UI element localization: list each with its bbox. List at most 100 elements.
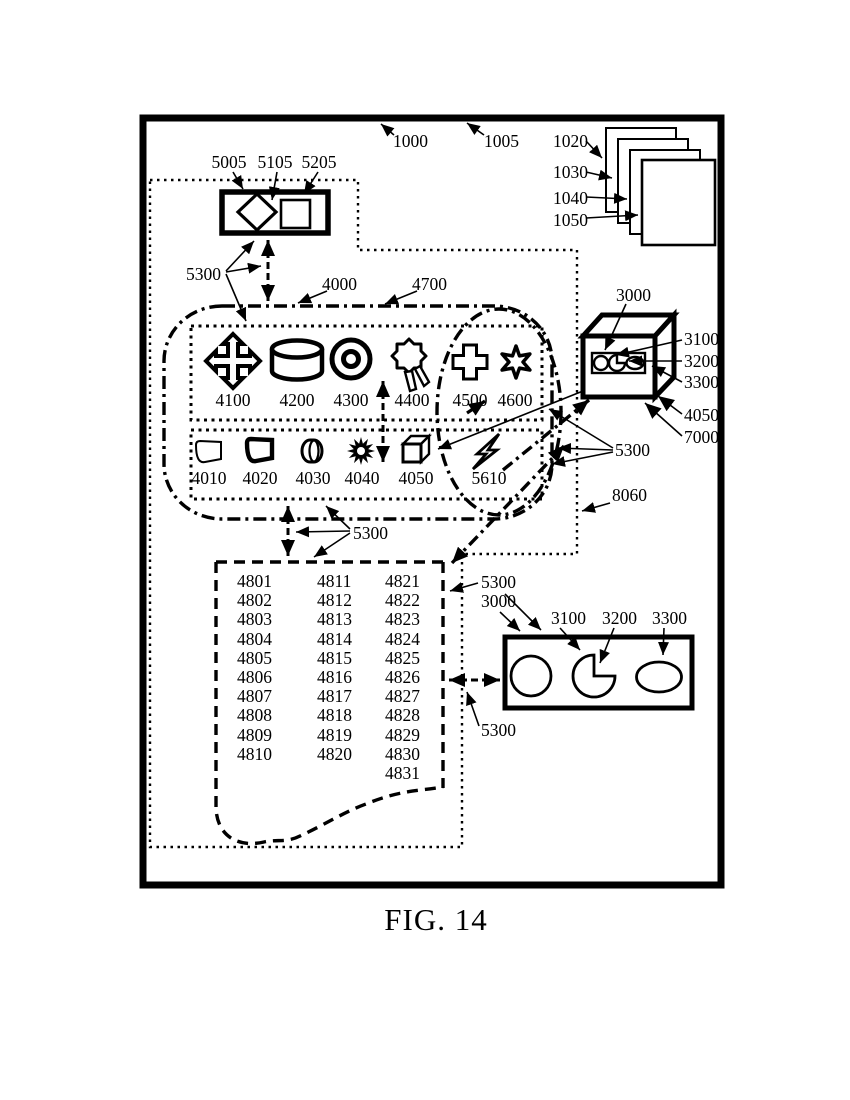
leader-3200 [599,627,615,664]
ref-label-4500: 4500 [453,390,488,410]
list-item: 4829 [385,725,420,745]
display-box-3000: 5300 3000 3100 3200 3300 5300 [449,572,695,740]
pacman-circle-icon [571,653,617,699]
leader-5005 [231,171,244,190]
ref-label-5300: 5300 [186,264,221,284]
ref-label-3100: 3100 [684,329,719,349]
ref-label-5610: 5610 [472,468,507,488]
leader-5300 [325,505,351,530]
rosette-ribbon [403,369,418,393]
list-item: 4826 [385,667,420,687]
icon-row-1: 4100 4200 4300 4400 4500 4600 [189,324,544,422]
list-item: 4822 [385,590,420,610]
leader-5300 [313,532,351,558]
list-item: 4831 [385,763,420,783]
leader-1020 [585,140,603,159]
list-item: 4807 [237,686,272,706]
ellipse-icon [625,355,645,371]
leader-3000 [499,611,521,632]
six-point-star-icon [500,344,532,380]
leader-4700 [384,290,418,305]
leader-cube-to-icon [437,390,584,450]
leader-7000 [644,402,683,437]
leader-1050 [585,210,639,222]
dotted-boundary-8060 [148,178,579,849]
leader-5300 [551,451,614,467]
document-page-icon [640,158,717,247]
leader-1000 [380,123,395,137]
list-item: 4819 [317,725,352,745]
ref-label-4020: 4020 [243,468,278,488]
ref-label-4050: 4050 [399,468,434,488]
circle-icon [509,654,553,698]
diamond-icon [235,191,279,233]
ref-label-3100: 3100 [551,608,586,628]
ref-label-4400: 4400 [395,390,430,410]
list-item: 4809 [237,725,272,745]
ref-label-5205: 5205 [302,152,337,172]
ref-label-5300: 5300 [615,440,650,460]
ref-label-4700: 4700 [412,274,447,294]
list-item: 4813 [317,609,352,629]
leader-8060 [581,502,611,513]
square-icon [279,198,312,230]
leader-3300 [657,627,669,656]
ref-label-1005: 1005 [484,131,519,151]
list-item: 4821 [385,571,420,591]
list-column-3: 4821 4822 4823 4824 4825 4826 4827 4828 … [385,571,420,783]
ref-label-3000: 3000 [481,591,516,611]
plus-cross-icon [451,343,489,381]
list-item: 4804 [237,629,272,649]
leader-5300 [504,593,542,631]
ref-label-4010: 4010 [192,468,227,488]
ref-label-1030: 1030 [553,162,588,182]
horizontal-cylinder-icon [308,439,320,463]
ref-label-5105: 5105 [258,152,293,172]
ref-label-5005: 5005 [212,152,247,172]
figure-caption: FIG. 14 [384,902,487,937]
list-item: 4815 [317,648,352,668]
cube-3d-icon [401,442,423,464]
list-item: 4814 [317,629,352,649]
ref-label-4200: 4200 [280,390,315,410]
leader-3100 [559,627,581,651]
pacman-circle-icon [607,353,627,373]
leader-5300 [548,408,614,449]
ref-label-3200: 3200 [602,608,637,628]
ref-label-1020: 1020 [553,131,588,151]
ref-label-1040: 1040 [553,188,588,208]
ref-label-4000: 4000 [322,274,357,294]
leader-4000 [297,290,328,304]
ref-label-4050: 4050 [684,405,719,425]
list-dashed-frame [214,560,445,846]
sunburst-gear-icon [357,447,365,455]
list-item: 4827 [385,686,420,706]
leader-5300 [225,262,262,274]
row1-dotted-frame [189,324,544,422]
processor-cube-7000: 3000 3100 3200 3300 4050 7000 [577,285,719,447]
bold-sheet-icon [244,436,275,464]
ref-label-4030: 4030 [296,468,331,488]
list-item: 4818 [317,705,352,725]
leader-5300 [225,273,247,322]
list-item: 4810 [237,744,272,764]
rosette-ribbon [413,364,431,388]
target-rings-icon [341,349,361,369]
leader-5105 [268,171,280,201]
container-4000 [162,304,554,521]
list-item: 4802 [237,590,272,610]
leader-5300 [225,240,255,272]
list-item: 4806 [237,667,272,687]
ref-label-3000: 3000 [616,285,651,305]
list-region-4800: 4801 4802 4803 4804 4805 4806 4807 4808 … [214,560,445,846]
list-column-2: 4811 4812 4813 4814 4815 4816 4817 4818 … [317,571,352,764]
list-item: 4824 [385,629,420,649]
leader-4050 [657,395,683,415]
ref-label-3200: 3200 [684,351,719,371]
list-item: 4830 [385,744,420,764]
ref-label-3300: 3300 [652,608,687,628]
outer-border-1000 [139,114,725,889]
leader-5300 [557,442,614,454]
